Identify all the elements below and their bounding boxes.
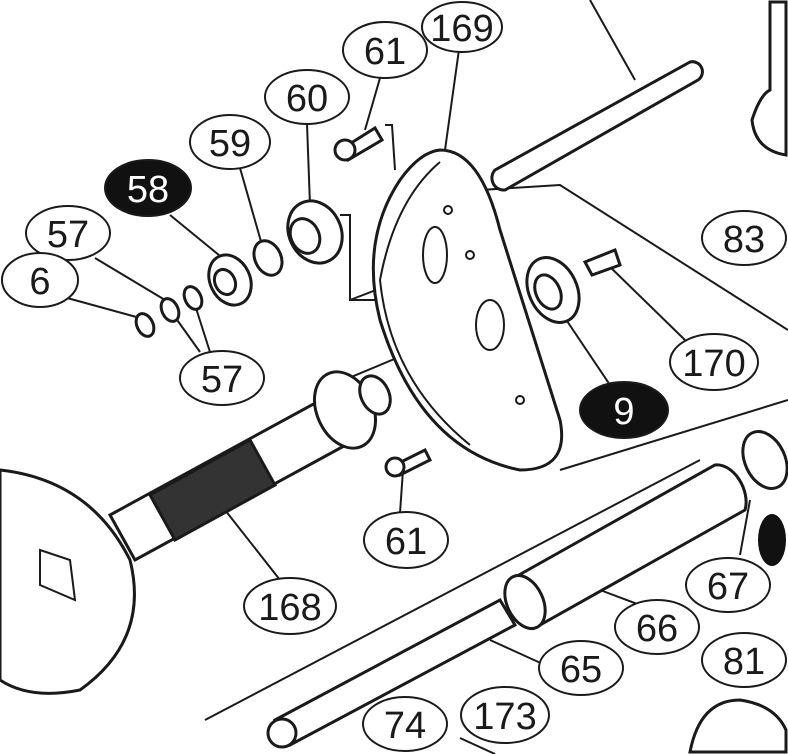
callout-65: 65 xyxy=(538,640,624,696)
callout-59: 59 xyxy=(189,114,271,170)
callout-bubble xyxy=(1,252,79,308)
part-screw-170 xyxy=(582,248,622,277)
part-worm-shaft-65 xyxy=(266,598,518,749)
callout-169: 169 xyxy=(421,1,503,53)
leader-lines xyxy=(37,0,788,754)
callout-bubble xyxy=(104,159,192,217)
callout-60: 60 xyxy=(264,69,350,125)
callout-number: 61 xyxy=(385,521,427,563)
callout-bubble xyxy=(189,114,271,170)
part-tube-66 xyxy=(503,463,748,630)
callout-number: 74 xyxy=(384,705,426,747)
callout-bubble xyxy=(25,205,111,261)
part-washers-57 xyxy=(134,285,204,338)
callout-number: 6 xyxy=(29,261,50,303)
callout-57-lower: 57 xyxy=(179,350,265,406)
callout-number: 169 xyxy=(430,8,493,50)
callout-56: 6 xyxy=(1,252,79,308)
callout-bubble xyxy=(701,210,787,266)
callout-173: 173 xyxy=(460,686,550,744)
callout-number: 61 xyxy=(364,31,406,73)
callout-bubble xyxy=(264,69,350,125)
callout-bubble xyxy=(179,350,265,406)
callout-number: 65 xyxy=(560,649,602,691)
callout-57-upper: 57 xyxy=(25,205,111,261)
callout-number: 60 xyxy=(286,78,328,120)
callout-61-bottom: 61 xyxy=(363,511,449,569)
callout-168: 168 xyxy=(243,577,337,635)
callout-number: 66 xyxy=(636,608,678,650)
callout-bubble xyxy=(614,599,700,655)
callout-bubble xyxy=(669,333,759,391)
part-washer-59 xyxy=(252,239,284,277)
part-bearing-58 xyxy=(207,253,253,307)
callout-bubble xyxy=(701,632,787,688)
callout-83: 83 xyxy=(701,210,787,266)
callout-bubble xyxy=(243,577,337,635)
callout-bubble xyxy=(538,640,624,696)
callout-bubble xyxy=(421,1,503,53)
callout-number: 9 xyxy=(613,391,634,433)
callout-number: 168 xyxy=(258,587,321,629)
callout-74: 74 xyxy=(362,696,448,752)
callout-number: 170 xyxy=(682,343,745,385)
callout-58: 58 xyxy=(104,159,192,217)
callout-67: 67 xyxy=(685,557,771,613)
callout-bubble xyxy=(460,686,550,744)
callout-number: 173 xyxy=(473,696,536,738)
callout-number: 59 xyxy=(209,123,251,165)
part-side-plate-169 xyxy=(371,148,564,472)
part-shaft-168 xyxy=(107,370,392,563)
callout-partial-edge xyxy=(758,514,786,566)
part-gear xyxy=(0,468,136,695)
callout-bubble xyxy=(342,21,428,79)
callout-number: 57 xyxy=(201,359,243,401)
callout-number: 67 xyxy=(707,566,749,608)
callout-170: 170 xyxy=(669,333,759,391)
callout-9: 9 xyxy=(579,381,669,439)
part-bearing-9 xyxy=(525,256,581,324)
callout-number: 58 xyxy=(127,169,169,211)
callout-bubble xyxy=(685,557,771,613)
callout-66: 66 xyxy=(614,599,700,655)
part-bottom-right-lever xyxy=(688,698,788,754)
part-screw-61-bottom xyxy=(384,447,433,478)
part-top-right-component xyxy=(750,0,788,157)
part-rod-top xyxy=(490,60,704,192)
callout-number: 83 xyxy=(723,219,765,261)
callout-number: 81 xyxy=(723,641,765,683)
part-screw-61-top xyxy=(333,125,385,162)
part-bearing-60 xyxy=(286,199,344,265)
callout-bubble xyxy=(362,696,448,752)
callout-81: 81 xyxy=(701,632,787,688)
part-bearing-67 xyxy=(741,430,788,490)
callout-61-top: 61 xyxy=(342,21,428,79)
callout-bubble xyxy=(579,381,669,439)
callout-number: 57 xyxy=(47,214,89,256)
callout-bubble xyxy=(363,511,449,569)
